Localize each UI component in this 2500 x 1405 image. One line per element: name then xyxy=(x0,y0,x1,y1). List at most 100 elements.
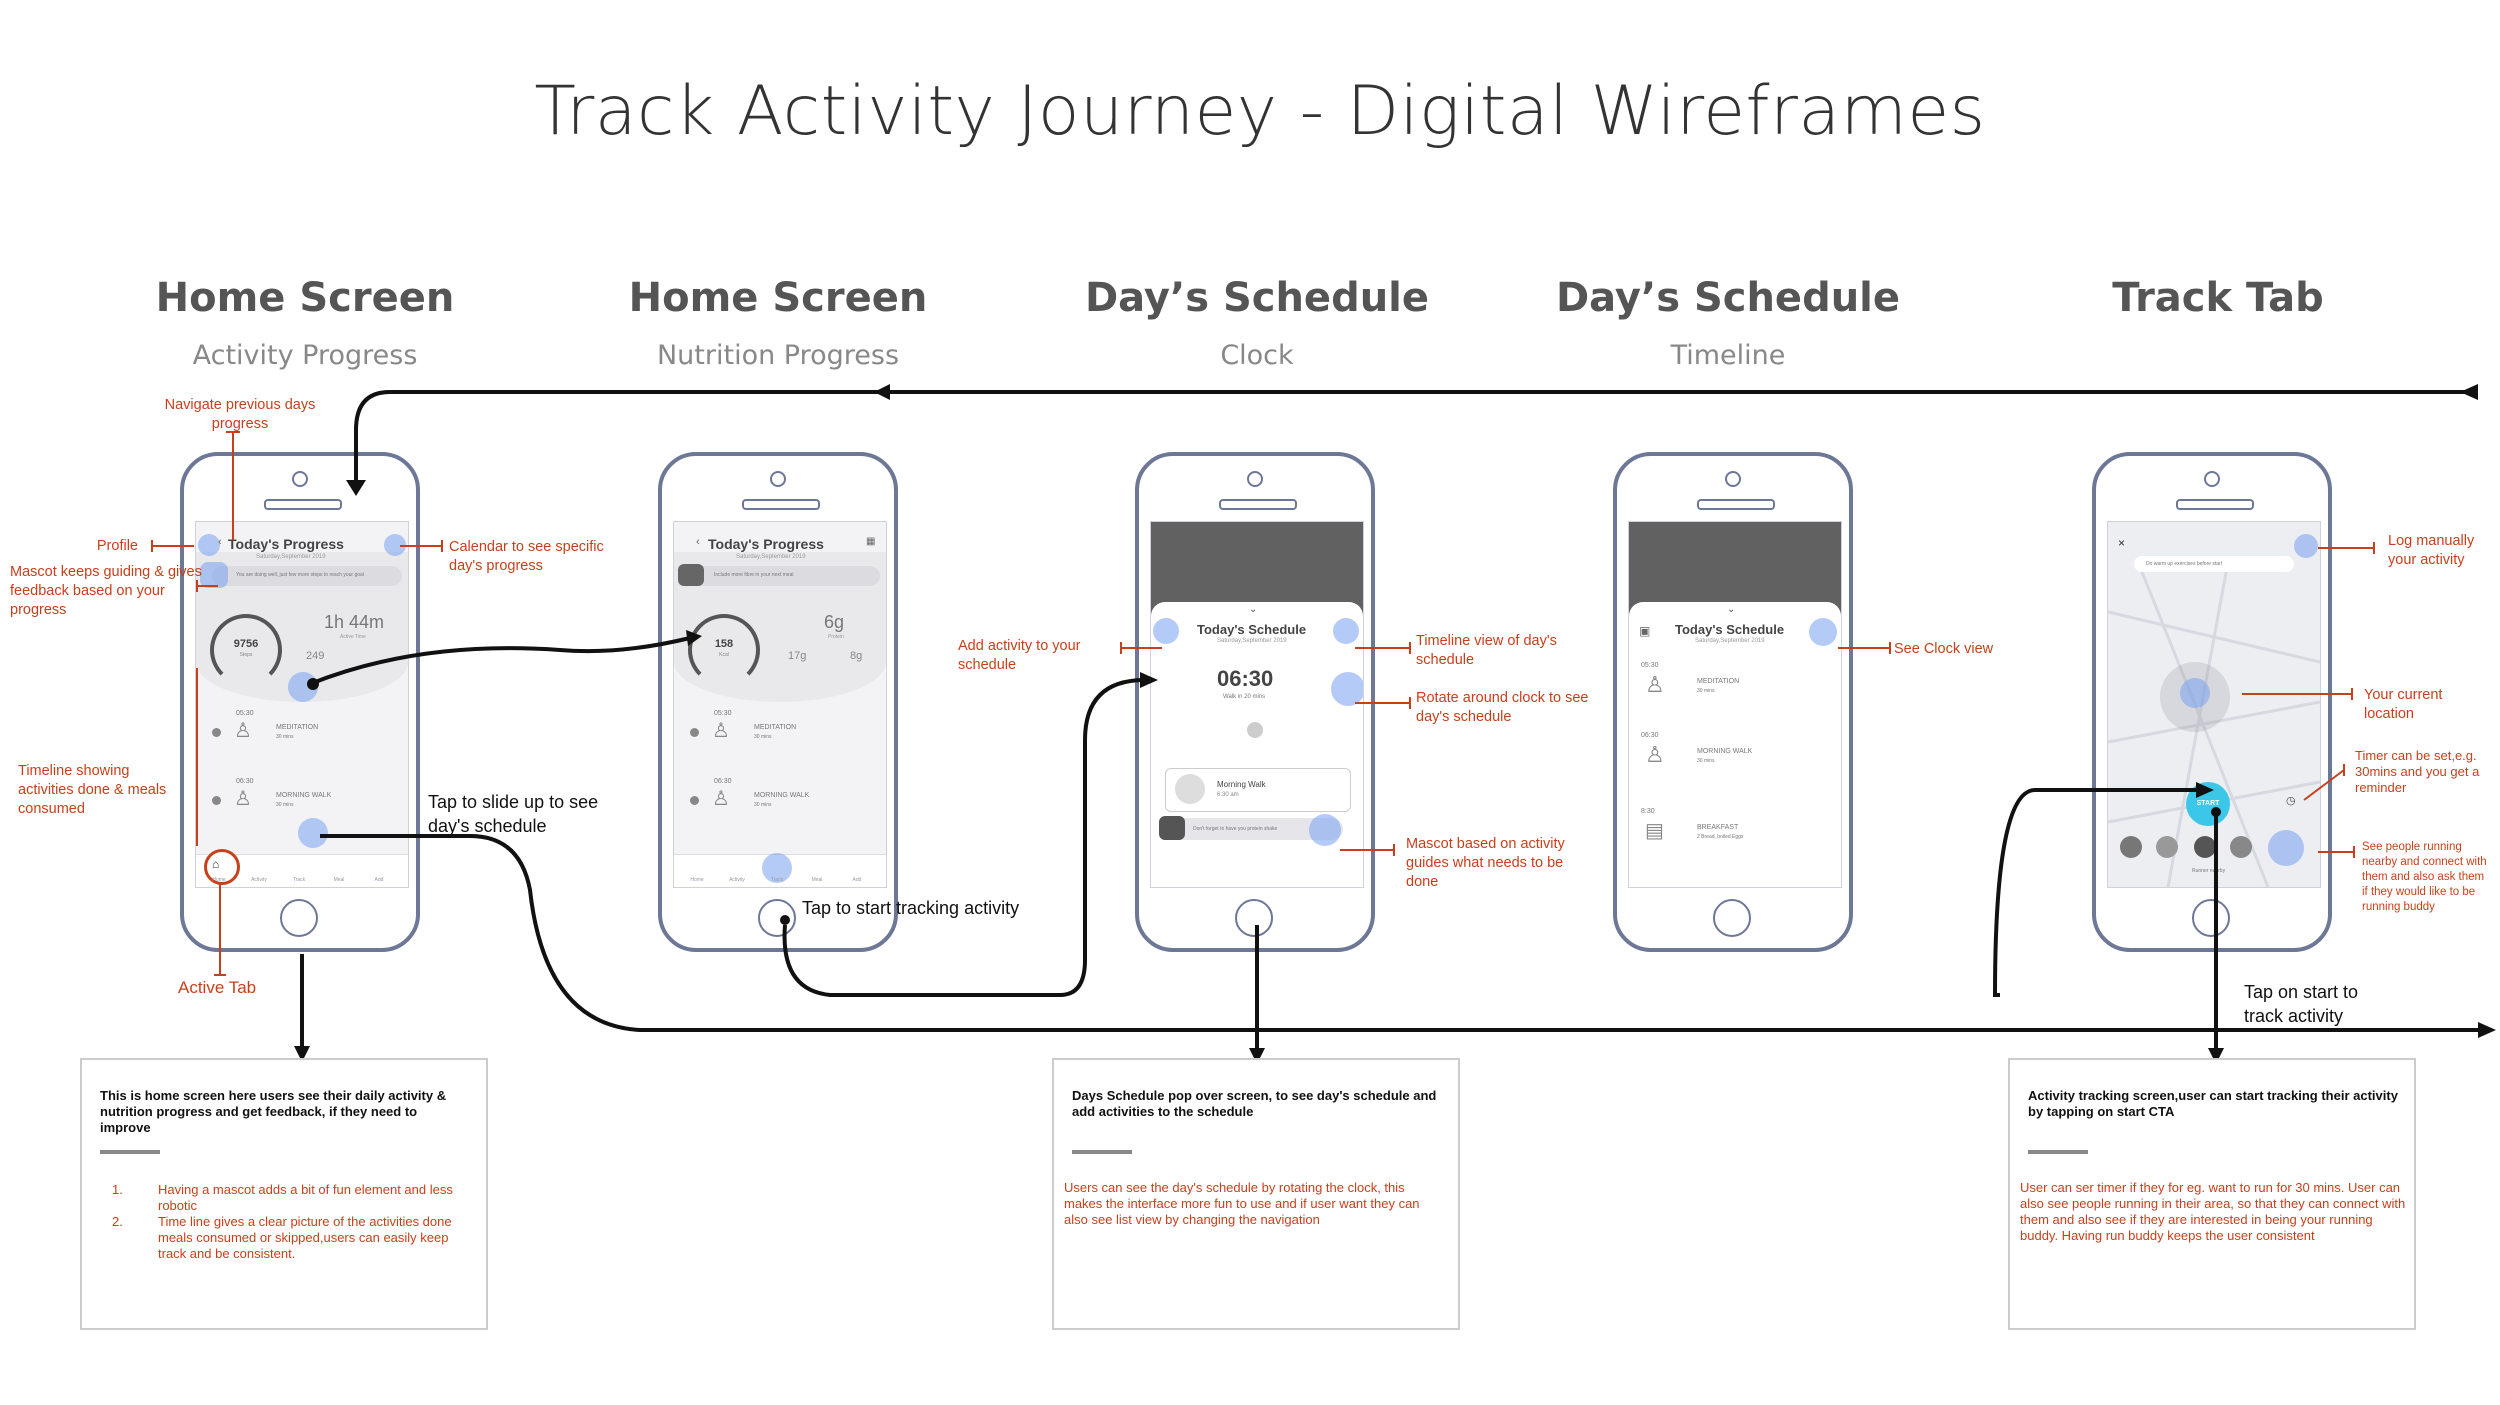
add-activity-icon[interactable]: ▣ xyxy=(1639,624,1651,638)
schedule-date: Saturday,September 2019 xyxy=(1695,638,1765,644)
timeline-time-1: 05:30 xyxy=(714,710,732,717)
annotation-timer: Timer can be set,e.g. 30mins and you get… xyxy=(2355,748,2480,795)
tab-meal-label[interactable]: Meal xyxy=(333,877,345,883)
annotation-tap-start: Tap on start to track activity xyxy=(2244,982,2359,1026)
screen-home-activity: ‹ Today's Progress Saturday,September 20… xyxy=(195,521,409,888)
tab-track-label[interactable]: Track xyxy=(770,877,784,883)
timeline-time-1: 05:30 xyxy=(1641,662,1659,669)
note-schedule-body: Users can see the day's schedule by rota… xyxy=(1064,1180,1420,1227)
phone-home-nutrition: ‹ Today's Progress Saturday,September 20… xyxy=(658,452,898,952)
column-subtitle-4: Timeline xyxy=(1670,340,1786,371)
tab-activity-label[interactable]: Activity xyxy=(729,877,745,883)
runner-avatar-2[interactable] xyxy=(2156,836,2178,858)
fat-value: 8g xyxy=(850,650,863,662)
tab-add-label[interactable]: Add xyxy=(374,877,384,883)
timeline-dot-1 xyxy=(690,728,699,737)
chevron-down-icon[interactable]: ⌄ xyxy=(1249,604,1258,615)
tab-bar: ⌂ Home Activity Track Meal Add xyxy=(196,849,408,887)
warmup-banner-text: Do warm up exercises before start xyxy=(2146,561,2223,567)
walk-icon: ♙ xyxy=(234,788,252,810)
tab-track-label[interactable]: Track xyxy=(292,877,306,883)
kcal-value: 158 xyxy=(714,638,734,650)
steps-value: 9756 xyxy=(233,638,259,650)
calories-value: 249 xyxy=(306,650,325,662)
runners-nearby-highlight[interactable] xyxy=(2268,830,2304,866)
home-button xyxy=(1235,899,1273,937)
note-divider xyxy=(1072,1150,1132,1154)
note-divider xyxy=(100,1150,160,1154)
map xyxy=(2108,561,2320,887)
note-home-item-1: Having a mascot adds a bit of fun elemen… xyxy=(158,1182,453,1213)
timeline-activity-1-sub: 30 mins xyxy=(276,734,294,740)
chevron-left-icon[interactable]: ‹ xyxy=(218,536,222,548)
rotate-clock-handle[interactable] xyxy=(1331,672,1363,706)
protein-value: 6g xyxy=(824,612,845,632)
log-manually-icon[interactable] xyxy=(2294,534,2318,558)
annotation-navigate-prev: Navigate previous days progress xyxy=(164,397,316,432)
current-location-icon xyxy=(2180,678,2210,708)
chevron-down-icon[interactable]: ⌄ xyxy=(1727,604,1736,615)
annotation-add-activity: Add activity to your schedule xyxy=(958,638,1081,673)
camera xyxy=(1725,471,1741,487)
schedule-title: Today's Schedule xyxy=(1197,622,1307,637)
meditation-icon: ♙ xyxy=(1645,672,1665,697)
column-title-4: Day’s Schedule xyxy=(1555,275,1901,321)
warmup-banner xyxy=(2134,556,2294,572)
track-tab-button[interactable] xyxy=(762,853,792,883)
annotation-active-tab: Active Tab xyxy=(178,978,257,997)
timeline-activity-2: MORNING WALK xyxy=(1697,748,1753,755)
mascot-bubble xyxy=(690,566,880,586)
annotation-mascot-feedback: Mascot keeps guiding & gives feedback ba… xyxy=(10,564,202,618)
note-home: This is home screen here users see their… xyxy=(80,1058,488,1330)
profile-icon[interactable] xyxy=(198,534,220,556)
calendar-icon[interactable] xyxy=(384,534,406,556)
phone-track-tab: × Do warm up exercises before start STAR… xyxy=(2092,452,2332,952)
timeline-time-2: 06:30 xyxy=(1641,732,1659,739)
screen-date: Saturday,September 2019 xyxy=(256,554,326,560)
phone-home-activity: ‹ Today's Progress Saturday,September 20… xyxy=(180,452,420,952)
clock-time: 06:30 xyxy=(1217,666,1274,691)
chevron-left-icon[interactable]: ‹ xyxy=(696,536,700,548)
timeline-view-icon[interactable] xyxy=(1333,618,1359,644)
mascot-guide-highlight[interactable] xyxy=(1309,814,1341,846)
annotation-calendar: Calendar to see specific day's progress xyxy=(449,539,604,574)
tab-home[interactable] xyxy=(204,849,240,885)
timeline-activity-1-sub: 30 mins xyxy=(1697,688,1715,694)
slide-up-handle[interactable] xyxy=(298,818,328,848)
clock-view-icon[interactable] xyxy=(1809,618,1837,646)
annotation-current-location: Your current location xyxy=(2364,687,2443,722)
calendar-icon[interactable]: ▦ xyxy=(866,536,876,547)
annotation-slide-up: Tap to slide up to see day's schedule xyxy=(428,792,599,836)
home-button xyxy=(758,899,796,937)
runner-avatar-4[interactable] xyxy=(2230,836,2252,858)
runner-avatar-3[interactable] xyxy=(2194,836,2216,858)
page-title: Track Activity Journey - Digital Wirefra… xyxy=(534,72,1986,151)
tab-meal-label[interactable]: Meal xyxy=(811,877,823,883)
home-icon: ⌂ xyxy=(212,857,220,871)
note-track-heading: Activity tracking screen,user can start … xyxy=(2028,1088,2398,1119)
speaker xyxy=(264,499,342,510)
home-button xyxy=(2192,899,2230,937)
runner-avatar-1[interactable] xyxy=(2120,836,2142,858)
timeline-time-2: 06:30 xyxy=(236,778,254,785)
tab-add-label[interactable]: Add xyxy=(852,877,862,883)
close-icon[interactable]: × xyxy=(2118,536,2126,550)
timer-icon[interactable]: ◷ xyxy=(2286,795,2296,807)
column-title-1: Home Screen xyxy=(155,275,455,321)
timeline-dot-2 xyxy=(212,796,221,805)
tab-home-label[interactable]: Home xyxy=(690,877,704,883)
home-button xyxy=(280,899,318,937)
screen-home-nutrition: ‹ Today's Progress Saturday,September 20… xyxy=(673,521,887,888)
walk-icon: ♙ xyxy=(1645,742,1665,767)
annotation-tap-track: Tap to start tracking activity xyxy=(802,898,1020,918)
column-title-2: Home Screen xyxy=(628,275,928,321)
timeline-activity-3-sub: 2 Bread, boiled Eggs xyxy=(1697,834,1744,840)
schedule-title: Today's Schedule xyxy=(1675,622,1785,637)
timeline-activity-3: BREAKFAST xyxy=(1697,824,1739,831)
tab-activity-label[interactable]: Activity xyxy=(251,877,267,883)
mascot-message: You are doing well, just few more steps … xyxy=(236,572,364,578)
column-subtitle-1: Activity Progress xyxy=(192,340,418,371)
timeline-activity-1: MEDITATION xyxy=(276,724,319,731)
schedule-date: Saturday,September 2019 xyxy=(1217,638,1287,644)
add-activity-icon[interactable] xyxy=(1153,618,1179,644)
